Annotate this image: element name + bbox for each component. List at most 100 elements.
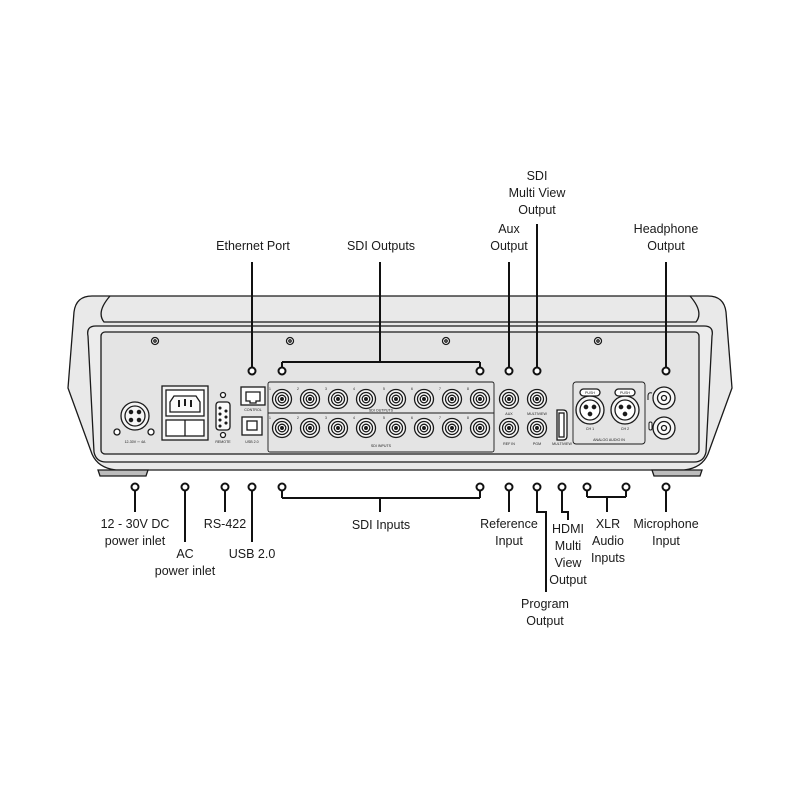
sdi-input-bnc [355, 417, 377, 439]
push-2-panel-text: PUSH [620, 391, 630, 395]
label-line: power inlet [104, 534, 166, 548]
sdi-outputs-panel-text: SDI OUTPUTS [369, 409, 394, 413]
label-line: Inputs [590, 551, 626, 565]
label-line: SDI Outputs [346, 239, 416, 253]
label-line: USB 2.0 [228, 547, 276, 561]
label-line: Multi View [508, 186, 566, 200]
bnc-number-text: 3 [325, 387, 327, 391]
label-line: Output [647, 239, 685, 253]
ethernet-connector [240, 386, 266, 406]
sdi-input-bnc [327, 417, 349, 439]
bnc-number-text: 4 [353, 416, 355, 420]
ch2-panel-text: CH 2 [621, 427, 629, 431]
hdmi-connector [556, 409, 568, 441]
usb-connector [241, 416, 263, 436]
bnc-number-text: 1 [269, 387, 271, 391]
label-rs422: RS-422 [196, 516, 254, 533]
sdi-input-bnc [385, 417, 407, 439]
label-line: AC [176, 547, 194, 561]
dc-panel-text: 12-30V ⎓ 4A [125, 440, 146, 444]
label-line: XLR [595, 517, 621, 531]
multiview-output-bnc [526, 388, 548, 410]
bnc-number-text: 3 [325, 416, 327, 420]
label-line: Input [495, 534, 523, 548]
sdi-input-bnc [299, 417, 321, 439]
callout-lines [134, 224, 667, 592]
label-line: SDI [526, 169, 548, 183]
bnc-number-text: 2 [297, 387, 299, 391]
ch1-panel-text: CH 1 [586, 427, 594, 431]
bnc-number-text: 7 [439, 387, 441, 391]
xlr-connectors [572, 381, 646, 445]
pgm-panel-text: PGM [533, 442, 541, 446]
label-line: SDI Inputs [351, 518, 411, 532]
label-line: Output [518, 203, 556, 217]
label-line: Output [549, 573, 587, 587]
sdi-input-bnc [413, 417, 435, 439]
label-line: RS-422 [203, 517, 247, 531]
sdi-output-bnc [413, 388, 435, 410]
label-line: Program [521, 597, 569, 611]
callout-endpoints [130, 366, 671, 492]
label-sdi-outputs: SDI Outputs [340, 238, 422, 255]
bnc-number-text: 8 [467, 416, 469, 420]
dc-power-connector [113, 401, 155, 436]
label-line: Output [526, 614, 564, 628]
sdi-output-bnc [327, 388, 349, 410]
label-line: Input [652, 534, 680, 548]
label-line: Microphone [633, 517, 699, 531]
label-sdi-inputs: SDI Inputs [340, 517, 422, 534]
rs422-connector [215, 391, 231, 439]
control-panel-text: CONTROL [244, 408, 262, 412]
label-line: Headphone [633, 222, 699, 236]
bnc-number-text: 5 [383, 416, 385, 420]
label-line: View [554, 556, 582, 570]
push-1-panel-text: PUSH [585, 391, 595, 395]
label-line: Aux [498, 222, 520, 236]
bnc-number-text: 4 [353, 387, 355, 391]
program-output-bnc [526, 417, 548, 439]
label-line: Output [490, 239, 528, 253]
bnc-connectors [271, 388, 548, 439]
hdmi-multiview-panel-text: MULTIVIEW [552, 442, 572, 446]
label-line: Multi [554, 539, 582, 553]
multiview-panel-text: MULTIVIEW [527, 412, 547, 416]
sdi-input-bnc [469, 417, 491, 439]
sdi-output-bnc [271, 388, 293, 410]
label-ethernet-port: Ethernet Port [212, 238, 294, 255]
label-line: Audio [592, 534, 624, 548]
bnc-number-text: 6 [411, 416, 413, 420]
label-usb: USB 2.0 [222, 546, 282, 563]
bnc-number-text: 2 [297, 416, 299, 420]
sdi-output-bnc [385, 388, 407, 410]
bnc-group-frame [267, 381, 495, 453]
panel-screws [150, 336, 603, 346]
label-line: Ethernet Port [216, 239, 290, 253]
sdi-input-bnc [441, 417, 463, 439]
bnc-number-text: 1 [269, 416, 271, 420]
label-line: HDMI [552, 522, 584, 536]
sdi-inputs-panel-text: SDI INPUTS [371, 444, 392, 448]
label-line: Reference [480, 517, 538, 531]
usb-panel-text: USB 2.0 [245, 440, 258, 444]
chassis-top-ridge [100, 295, 700, 323]
sdi-output-bnc [355, 388, 377, 410]
bnc-number-text: 7 [439, 416, 441, 420]
sdi-output-bnc [441, 388, 463, 410]
ref-in-panel-text: REF IN [503, 442, 515, 446]
bnc-number-text: 6 [411, 387, 413, 391]
label-line: 12 - 30V DC [100, 517, 170, 531]
sdi-output-bnc [469, 388, 491, 410]
label-dc-power-inlet: 12 - 30V DC power inlet [96, 516, 174, 550]
aux-panel-text: AUX [505, 412, 513, 416]
